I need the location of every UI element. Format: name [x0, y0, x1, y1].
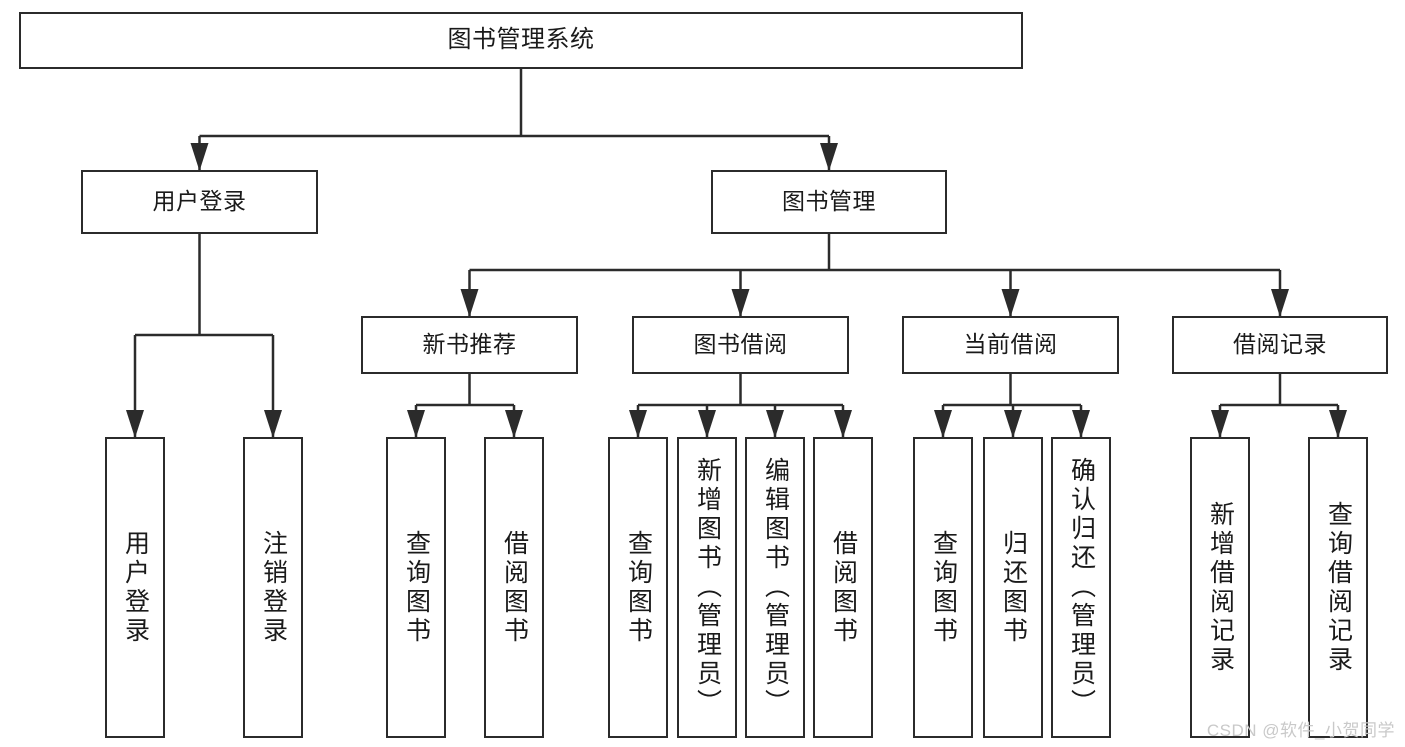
- arrow-head-icon: [190, 143, 209, 171]
- arrow-head-icon: [1211, 410, 1229, 438]
- node-label: 注销登录: [259, 529, 288, 646]
- arrow-head-icon: [934, 410, 952, 438]
- node-leaf-add-book[interactable]: 新增图书（管理员）: [677, 437, 737, 738]
- node-label: 归还图书: [999, 529, 1028, 646]
- node-current-borrow[interactable]: 当前借阅: [902, 316, 1119, 374]
- node-book-manage[interactable]: 图书管理: [711, 170, 947, 234]
- arrow-head-icon: [820, 143, 838, 171]
- node-leaf-query-rec[interactable]: 查询借阅记录: [1308, 437, 1368, 738]
- node-borrow-record[interactable]: 借阅记录: [1172, 316, 1388, 374]
- node-leaf-user-login[interactable]: 用户登录: [105, 437, 165, 738]
- node-leaf-confirm[interactable]: 确认归还（管理员）: [1051, 437, 1111, 738]
- node-label: 查询借阅记录: [1324, 500, 1353, 675]
- arrow-head-icon: [629, 410, 647, 438]
- node-label: 新书推荐: [422, 331, 517, 358]
- arrow-head-icon: [766, 410, 784, 438]
- node-label: 用户登录: [121, 529, 150, 646]
- arrow-head-icon: [731, 289, 750, 317]
- node-leaf-query-3[interactable]: 查询图书: [913, 437, 973, 738]
- node-label: 查询图书: [402, 529, 431, 646]
- node-label: 查询图书: [624, 529, 653, 646]
- node-label: 新增借阅记录: [1206, 500, 1235, 675]
- arrow-head-icon: [264, 410, 282, 438]
- node-label: 新增图书（管理员）: [693, 457, 722, 718]
- arrow-head-icon: [505, 410, 523, 438]
- node-label: 图书管理: [782, 188, 876, 215]
- node-new-book-rec[interactable]: 新书推荐: [361, 316, 578, 374]
- node-label: 查询图书: [929, 529, 958, 646]
- node-label: 借阅图书: [829, 529, 858, 646]
- node-label: 图书管理系统: [447, 26, 595, 54]
- node-label: 确认归还（管理员）: [1067, 457, 1096, 718]
- arrow-head-icon: [1271, 289, 1289, 317]
- arrow-head-icon: [1072, 410, 1090, 438]
- node-user-login[interactable]: 用户登录: [81, 170, 318, 234]
- node-label: 用户登录: [152, 188, 247, 215]
- arrow-head-icon: [1329, 410, 1347, 438]
- node-leaf-borrow-1[interactable]: 借阅图书: [484, 437, 544, 738]
- node-leaf-return[interactable]: 归还图书: [983, 437, 1043, 738]
- arrow-head-icon: [698, 410, 716, 438]
- arrow-head-icon: [407, 410, 425, 438]
- arrow-head-icon: [460, 289, 479, 317]
- node-leaf-query-1[interactable]: 查询图书: [386, 437, 446, 738]
- node-leaf-query-2[interactable]: 查询图书: [608, 437, 668, 738]
- node-leaf-add-rec[interactable]: 新增借阅记录: [1190, 437, 1250, 738]
- node-label: 图书借阅: [693, 331, 788, 358]
- arrow-head-icon: [126, 410, 144, 438]
- node-book-borrow[interactable]: 图书借阅: [632, 316, 849, 374]
- node-root[interactable]: 图书管理系统: [19, 12, 1023, 69]
- node-leaf-edit-book[interactable]: 编辑图书（管理员）: [745, 437, 805, 738]
- node-leaf-logout[interactable]: 注销登录: [243, 437, 303, 738]
- arrow-head-icon: [1004, 410, 1022, 438]
- node-label: 编辑图书（管理员）: [761, 457, 790, 718]
- arrow-head-icon: [1001, 289, 1020, 317]
- node-leaf-borrow-2[interactable]: 借阅图书: [813, 437, 873, 738]
- node-label: 借阅记录: [1233, 331, 1327, 358]
- watermark-text: CSDN @软件_小贺同学: [1206, 721, 1395, 740]
- node-label: 当前借阅: [963, 331, 1058, 358]
- arrow-head-icon: [834, 410, 852, 438]
- node-label: 借阅图书: [500, 529, 529, 646]
